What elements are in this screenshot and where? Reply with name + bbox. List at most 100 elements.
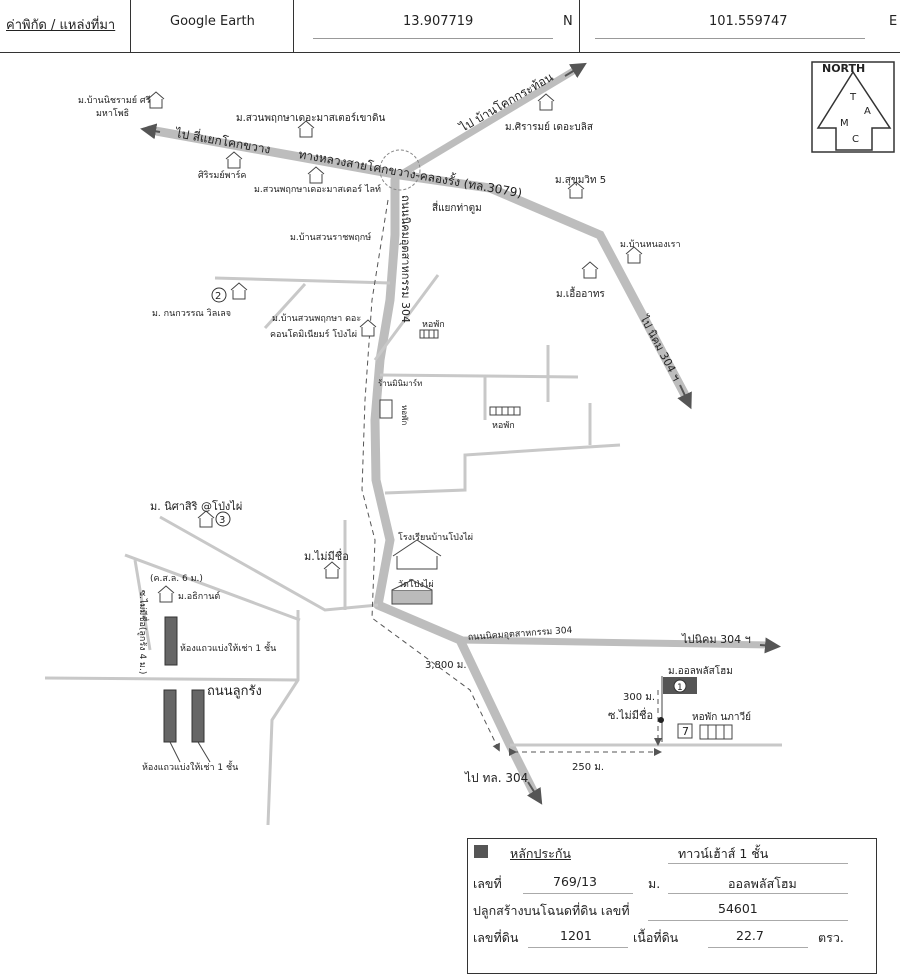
latitude-value: 13.907719 bbox=[403, 14, 474, 29]
village-value: ออลพลัสโฮม bbox=[728, 876, 797, 891]
place-suan-phruksa-top: ม.สวนพฤกษาเดอะมาสเตอร์เขาดิน bbox=[236, 112, 385, 124]
road-to-khok-krathon bbox=[396, 66, 579, 179]
number-label: เลขที่ bbox=[473, 876, 502, 891]
place-dormitory1: หอพัก bbox=[422, 320, 445, 330]
place-ban-nitcharam: ม.บ้านนิชรามย์ ศรี bbox=[78, 94, 151, 106]
place-sukhumvit5: ม.สุขุมวิท 5 bbox=[555, 175, 606, 186]
land-no-value: 1201 bbox=[560, 928, 592, 943]
road-to-highway-304 bbox=[373, 600, 540, 800]
road-to-nikhom-304 bbox=[395, 170, 690, 400]
place-shop-mini-mart: ร้านมินิมาร์ท bbox=[378, 378, 422, 388]
compass-letter-t: T bbox=[849, 92, 857, 103]
place-maha-phothi: มหาโพธิ bbox=[96, 108, 129, 119]
road-304-vertical bbox=[370, 175, 400, 610]
land-no-label: เลขที่ดิน bbox=[473, 930, 519, 945]
marker-3: 3 bbox=[219, 515, 225, 526]
compass-letter-c: C bbox=[852, 134, 859, 145]
distance-250: 250 ม. bbox=[572, 762, 604, 773]
house-icon bbox=[537, 93, 555, 111]
label-to-nikhom-304-right: ไปนิคม 304 ฯ bbox=[681, 633, 751, 646]
minor-roads bbox=[44, 274, 782, 826]
place-sirarom-bliss: ม.ศิรารมย์ เดอะบลิส bbox=[505, 121, 593, 133]
label-to-khok-khwang: ไป สี่แยกโคกขวาง bbox=[173, 124, 271, 157]
house-icon bbox=[567, 181, 585, 199]
place-intersection: สี่แยกท่าตูม bbox=[432, 200, 482, 214]
rental-block bbox=[163, 689, 177, 743]
label-soi-left: ซ.ไม่มีชื่อ(ลูกรัง 4 ม.) bbox=[137, 590, 150, 674]
dormitory-icon bbox=[489, 406, 521, 416]
place-rental-room-1: ห้องแถวแบ่งให้เช่า 1 ชั้น bbox=[180, 641, 276, 654]
collateral-info-box: หลักประกัน ทาวน์เฮ้าส์ 1 ชั้น เลขที่ 769… bbox=[467, 838, 877, 974]
house-icon bbox=[323, 561, 341, 579]
subject-property-flag: 1 bbox=[661, 676, 697, 742]
place-temple: วัดโป่งไผ่ bbox=[398, 579, 434, 590]
house-icon bbox=[307, 166, 325, 184]
longitude-dir: E bbox=[889, 14, 898, 29]
house-icon bbox=[297, 120, 315, 138]
school-icon bbox=[392, 539, 442, 570]
place-dormitory2: หอพัก bbox=[492, 421, 515, 431]
coord-label: ค่าพิกัด / แหล่งที่มา bbox=[6, 18, 116, 33]
area-unit: ตรว. bbox=[818, 930, 844, 945]
label-road-look-krang: ถนนลูกรัง bbox=[207, 684, 262, 699]
place-sirarom-park: ศิริรมย์พาร์ค bbox=[198, 169, 246, 181]
house-icon bbox=[359, 319, 377, 337]
compass-north-text: NORTH bbox=[822, 62, 865, 75]
number-value: 769/13 bbox=[553, 874, 597, 889]
place-shop-dorm: หอพัก bbox=[400, 405, 409, 425]
latitude-dir: N bbox=[563, 14, 573, 29]
source-cell: Google Earth bbox=[130, 0, 294, 52]
place-nisasiri: ม. นิศาสิริ @โป่งไผ่ bbox=[150, 499, 242, 513]
property-type: ทาวน์เฮ้าส์ 1 ชั้น bbox=[678, 846, 769, 861]
rental-block bbox=[191, 689, 205, 743]
house-icon bbox=[581, 261, 599, 279]
place-mai-mee-chue: ม.ไม่มีชื่อ bbox=[304, 548, 349, 563]
deed-value: 54601 bbox=[718, 901, 758, 916]
temple-icon bbox=[391, 579, 433, 605]
label-to-nikhom-304-upper: ไป นิคม 304 ฯ bbox=[637, 312, 683, 383]
longitude-value: 101.559747 bbox=[709, 14, 788, 29]
rental-blocks bbox=[163, 616, 205, 743]
compass-letter-a: A bbox=[864, 106, 871, 117]
dormitory-icon bbox=[419, 329, 439, 339]
rental-block bbox=[164, 616, 178, 666]
place-dorm-napawee: หอพัก นภาวีย์ bbox=[692, 711, 751, 723]
longitude-cell: 101.559747 E bbox=[579, 0, 900, 52]
legend-label: หลักประกัน bbox=[510, 846, 571, 861]
marker-2: 2 bbox=[215, 291, 221, 302]
flag-number: 1 bbox=[677, 683, 683, 693]
place-rental-room-2: ห้องแถวแบ่งให้เช่า 1 ชั้น bbox=[142, 760, 238, 773]
place-suan-phruksa-light: ม.สวนพฤกษาเดอะมาสเตอร์ ไลท์ bbox=[254, 183, 381, 195]
building-icons bbox=[147, 91, 733, 740]
deed-label: ปลูกสร้างบนโฉนดที่ดิน เลขที่ bbox=[473, 903, 630, 918]
place-athikan: ม.อธิกานต์ bbox=[178, 590, 220, 602]
place-condo-pong-phai: คอนโดมิเนียมร์ โป่งไผ่ bbox=[270, 328, 357, 340]
place-ban-suan-rachaphruek: ม.บ้านสวนราชพฤกษ์ bbox=[290, 231, 371, 243]
place-kanokwan-villa: ม. กนกวรรณ วิลเลจ bbox=[152, 308, 231, 319]
label-to-highway-304: ไป ทล. 304 bbox=[464, 771, 528, 785]
intersection-circle bbox=[379, 149, 421, 191]
label-soi-right: ซ.ไม่มีชื่อ bbox=[608, 707, 653, 722]
coord-label-cell: ค่าพิกัด / แหล่งที่มา bbox=[0, 0, 131, 52]
north-compass: NORTH T A M C bbox=[811, 61, 895, 153]
distance-300: 300 ม. bbox=[623, 692, 655, 703]
compass-letter-m: M bbox=[840, 118, 849, 129]
dormitory-icon bbox=[699, 724, 733, 740]
house-icon bbox=[157, 585, 175, 603]
main-roads bbox=[145, 66, 774, 800]
road-304-horizontal bbox=[456, 636, 774, 649]
coordinate-header: ค่าพิกัด / แหล่งที่มา Google Earth 13.90… bbox=[0, 0, 900, 53]
place-school: โรงเรียนบ้านโป่งไผ่ bbox=[398, 532, 473, 543]
label-road-304-vertical: ถนนนิคมอุตสาหกรรม 304 bbox=[399, 195, 412, 323]
area-value: 22.7 bbox=[736, 928, 764, 943]
road-to-khok-khwang bbox=[145, 125, 405, 180]
svg-text:7: 7 bbox=[682, 725, 689, 738]
place-all-plus-home: ม.ออลพลัสโฮม bbox=[668, 664, 733, 677]
place-ban-nong-rao: ม.บ้านหนองเรา bbox=[620, 239, 681, 250]
label-concrete-6m: (ค.ส.ล. 6 ม.) bbox=[150, 574, 203, 584]
legend-swatch bbox=[474, 845, 488, 858]
place-suan-phruksa-condo: ม.บ้านสวนพฤกษา ดอะ bbox=[272, 313, 361, 324]
place-uea-athon: ม.เอื้ออาทร bbox=[556, 286, 605, 300]
source-value: Google Earth bbox=[170, 14, 255, 29]
village-label: ม. bbox=[648, 876, 661, 891]
